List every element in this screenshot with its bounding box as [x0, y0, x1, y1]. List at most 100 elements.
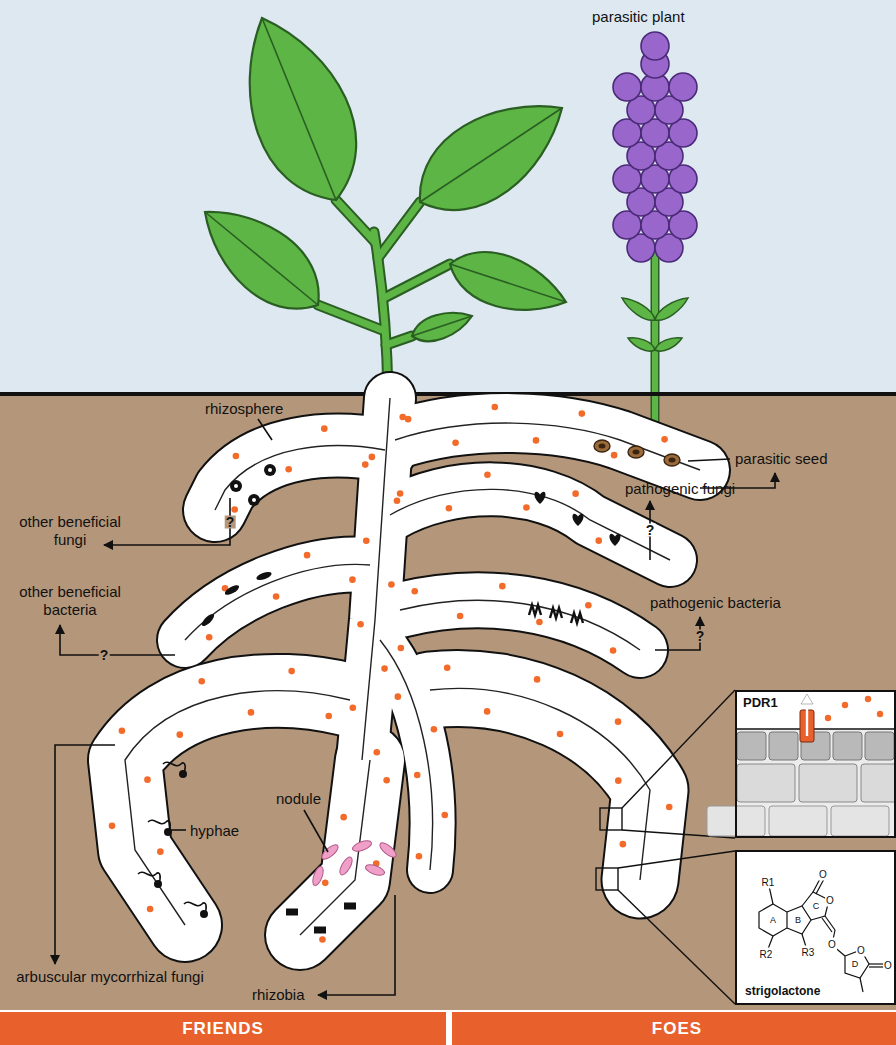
part-label: other beneficial bacteria	[10, 583, 130, 619]
drawing-part	[388, 581, 395, 588]
strigolactone-inset-ground	[735, 850, 896, 1005]
drawing-part	[400, 600, 640, 650]
stem-outline	[384, 264, 450, 298]
drawing-part	[842, 702, 848, 708]
drawing-part	[620, 841, 627, 848]
inset-box: PDR1	[735, 690, 896, 838]
stem	[384, 264, 450, 298]
drawing-part	[609, 534, 620, 546]
drawing-part	[395, 423, 700, 470]
leaders	[55, 419, 775, 995]
question-mark: ?	[99, 649, 110, 662]
drawing-part	[311, 865, 326, 887]
drawing-part	[769, 732, 798, 760]
drawing-part	[444, 664, 451, 671]
part-label: rhizosphere	[205, 400, 283, 418]
drawing-part	[285, 466, 292, 473]
drawing-part	[147, 906, 154, 913]
drawing-part	[398, 645, 405, 652]
question-mark: ?	[225, 516, 236, 529]
drawing-part	[395, 693, 402, 700]
drawing-part	[400, 600, 640, 650]
drawing-part	[523, 504, 530, 511]
drawing-part	[655, 338, 682, 351]
drawing-part	[452, 439, 459, 446]
drawing-part	[430, 688, 650, 880]
drawing-part	[484, 708, 491, 715]
drawing-part	[655, 298, 688, 320]
drawing-part	[430, 688, 650, 880]
structure-atom-label: O	[825, 894, 835, 907]
drawing-part	[831, 806, 889, 836]
drawing-part	[441, 812, 448, 819]
drawing-part	[759, 904, 787, 936]
drawing-part	[154, 880, 162, 888]
drawing-part	[572, 514, 583, 526]
drawing-part	[369, 454, 376, 461]
drawing-part	[362, 398, 390, 760]
drawing-part	[533, 437, 540, 444]
drawing-part	[205, 18, 566, 396]
drawing-part	[615, 718, 622, 725]
part-label: parasitic plant	[592, 8, 685, 26]
pdr1-inset-art	[707, 690, 896, 838]
drawing-part	[234, 484, 238, 488]
drawing-part	[268, 468, 272, 472]
drawing-part	[286, 909, 298, 916]
drawing-part	[534, 676, 541, 683]
drawing-part	[484, 471, 491, 478]
structure-atom-label: O	[856, 944, 866, 957]
drawing-part	[571, 613, 583, 623]
leaf	[250, 18, 356, 200]
drawing-part	[125, 398, 700, 935]
drawing-part	[340, 814, 347, 821]
drawing-part	[395, 423, 700, 470]
drawing-part	[157, 848, 164, 855]
callout-line	[622, 690, 735, 808]
drawing-part	[319, 936, 326, 943]
drawing-part	[405, 416, 412, 423]
drawing-part	[877, 711, 883, 717]
drawing-part	[735, 728, 896, 730]
drawing-part	[378, 840, 399, 859]
drawing-part	[344, 903, 356, 910]
drawing-part	[669, 73, 697, 101]
drawing-part	[252, 498, 256, 502]
drawing-part	[176, 731, 183, 738]
structure-atom-label: A	[769, 914, 777, 927]
leaf-vein	[450, 264, 566, 302]
drawing-part	[414, 772, 421, 779]
part-label: arbuscular mycorrhizal fungi	[10, 968, 210, 986]
drawing-part	[233, 453, 240, 460]
drawing-part	[557, 731, 564, 738]
structure-atom-label: O	[818, 868, 828, 881]
stem	[378, 202, 420, 258]
structure-atom-label: B	[794, 914, 802, 927]
drawing-part	[599, 444, 606, 449]
inset-title: strigolactone	[745, 984, 820, 999]
drawing-part	[579, 410, 586, 417]
drawing-part	[390, 489, 670, 560]
sky	[0, 0, 896, 395]
drawing-part	[255, 570, 272, 581]
drawing-part	[615, 777, 622, 784]
structure-atom-label: R2	[759, 948, 774, 961]
drawing-part	[737, 764, 795, 802]
part-label: pathogenic fungi	[625, 480, 735, 498]
drawing-part	[362, 461, 369, 468]
leaf-vein	[205, 212, 318, 305]
drawing-part	[430, 688, 650, 880]
drawing-part	[457, 613, 464, 620]
drawing-part	[321, 425, 328, 432]
drawing-part	[400, 600, 640, 650]
drawing-part	[320, 842, 341, 861]
stem	[318, 305, 382, 330]
drawing-part	[799, 764, 857, 802]
drawing-part	[865, 696, 871, 702]
callout-line	[618, 851, 735, 868]
drawing-part	[397, 490, 404, 497]
arrow	[55, 745, 115, 964]
stem-outline	[378, 202, 420, 258]
drawing-part	[769, 806, 827, 836]
drawing-part	[416, 853, 423, 860]
